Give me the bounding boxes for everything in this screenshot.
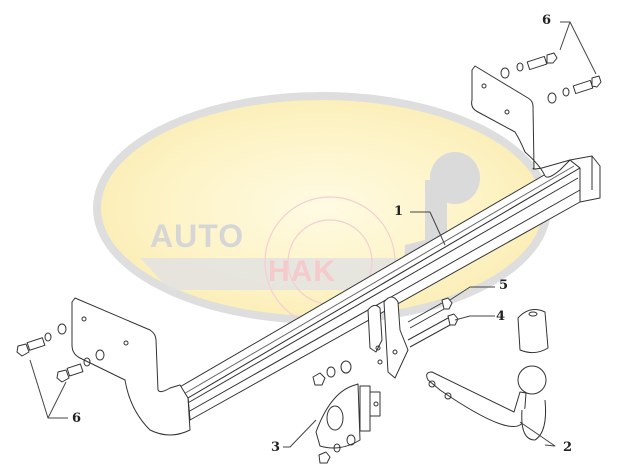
bolt-set-left	[16, 323, 105, 383]
hitch-lugs	[367, 296, 409, 379]
tow-ball	[426, 309, 549, 441]
callout-6-left: 6	[72, 411, 82, 426]
watermark-text-auto: AUTO	[150, 218, 245, 254]
callout-6-right: 6	[542, 13, 552, 28]
watermark-text-hak: HAK	[268, 255, 336, 288]
watermark-logo	[93, 92, 551, 328]
bolt-4-5	[407, 297, 459, 348]
socket-plate	[312, 360, 381, 464]
leader-lines	[29, 21, 597, 448]
callout-1: 1	[394, 204, 404, 219]
callout-4: 4	[496, 309, 506, 324]
callout-3: 3	[271, 440, 281, 455]
callout-5: 5	[499, 278, 509, 293]
callout-2: 2	[563, 440, 573, 455]
right-bracket	[471, 52, 602, 178]
left-bracket	[16, 297, 191, 436]
bolt-set-right	[500, 52, 602, 104]
